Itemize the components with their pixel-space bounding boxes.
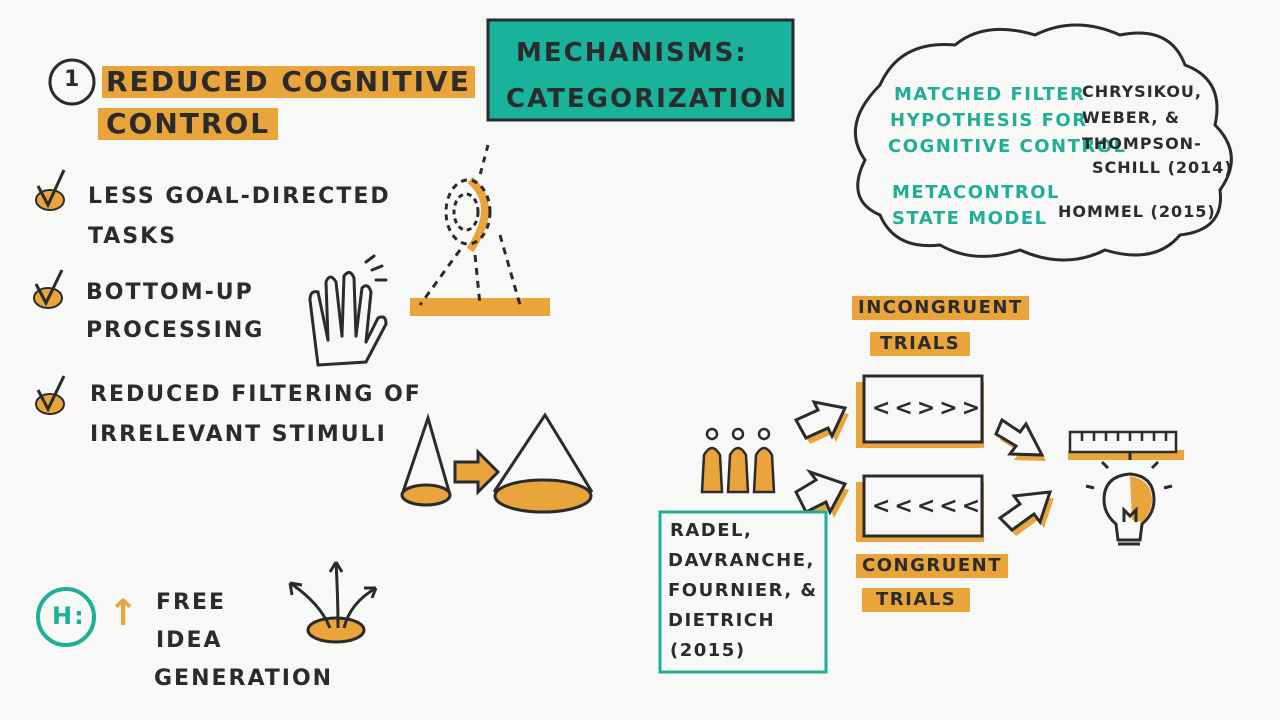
reference-line4: DIETRICH xyxy=(668,610,776,631)
ref1-line2: WEBER, & xyxy=(1082,108,1180,127)
small-cone-icon xyxy=(400,412,452,507)
model1-line3: COGNITIVE CONTROL xyxy=(888,136,1127,157)
incongruent-label-line2: TRIALS xyxy=(870,332,971,356)
ref2: HOMMEL (2015) xyxy=(1058,202,1216,221)
arrow-to-lightbulb-icon xyxy=(997,490,1054,536)
people-icon xyxy=(700,427,776,494)
point-3-line2: IRRELEVANT STIMULI xyxy=(90,422,387,447)
check-bullet-icon xyxy=(33,269,64,309)
arrow-to-congruent-icon xyxy=(794,469,849,518)
reference-line1: RADEL, xyxy=(670,520,753,541)
congruent-label-line2: TRIALS xyxy=(862,588,971,612)
hypothesis-line3: GENERATION xyxy=(154,666,334,691)
model1-line1: MATCHED FILTER xyxy=(894,84,1086,105)
congruent-box xyxy=(862,474,984,538)
check-bullet-icon xyxy=(35,169,66,211)
hypothesis-line1: FREE xyxy=(156,590,227,615)
title-box xyxy=(486,18,795,122)
arrow-to-incongruent-icon xyxy=(793,399,849,444)
model1-line2: HYPOTHESIS FOR xyxy=(890,110,1088,131)
hypothesis-circle xyxy=(36,587,96,647)
title-line2: CATEGORIZATION xyxy=(506,84,789,114)
arrow-to-ruler-icon xyxy=(994,417,1046,461)
reference-cloud xyxy=(853,23,1233,262)
congruent-stimulus: <<<<< xyxy=(872,494,985,519)
reference-line5: (2015) xyxy=(670,640,746,661)
model2-line1: METACONTROL xyxy=(892,182,1061,203)
ruler-icon xyxy=(1068,430,1184,460)
model2-line2: STATE MODEL xyxy=(892,208,1048,229)
ref1-line3: THOMPSON- xyxy=(1082,134,1202,153)
arrow-right-icon xyxy=(453,448,501,496)
spotlight-target-icon xyxy=(410,144,550,316)
point-3-line1: REDUCED FILTERING OF xyxy=(90,382,422,407)
idea-sprout-icon xyxy=(288,561,378,644)
hypothesis-line2: IDEA xyxy=(156,628,223,653)
large-cone-icon xyxy=(492,412,594,514)
section-heading-line1: REDUCED COGNITIVE xyxy=(102,66,475,98)
check-bullet-icon xyxy=(35,375,66,415)
lightbulb-icon xyxy=(1085,452,1173,546)
point-2-line2: PROCESSING xyxy=(86,318,265,343)
point-1-line1: LESS GOAL-DIRECTED xyxy=(88,184,391,209)
incongruent-box xyxy=(862,374,984,444)
reference-line3: FOURNIER, & xyxy=(668,580,818,601)
hypothesis-label: H: xyxy=(52,602,86,630)
section-heading-line2: CONTROL xyxy=(98,108,279,140)
reference-line2: DAVRANCHE, xyxy=(668,550,815,571)
ref1-line1: CHRYSIKOU, xyxy=(1082,82,1202,101)
point-2-line1: BOTTOM-UP xyxy=(86,280,254,305)
incongruent-label-line1: INCONGRUENT xyxy=(852,296,1029,320)
congruent-label-line1: CONGRUENT xyxy=(856,554,1008,578)
point-1-line2: TASKS xyxy=(88,224,178,249)
up-arrow-icon: ↑ xyxy=(108,593,141,634)
ref1-line4: SCHILL (2014) xyxy=(1092,158,1233,177)
incongruent-stimulus: <<>>> xyxy=(872,396,985,421)
hand-icon xyxy=(308,254,388,367)
section-number: 1 xyxy=(64,67,82,92)
number-circle xyxy=(48,58,96,106)
reference-box xyxy=(658,510,828,674)
title-line1: MECHANISMS: xyxy=(516,38,748,68)
